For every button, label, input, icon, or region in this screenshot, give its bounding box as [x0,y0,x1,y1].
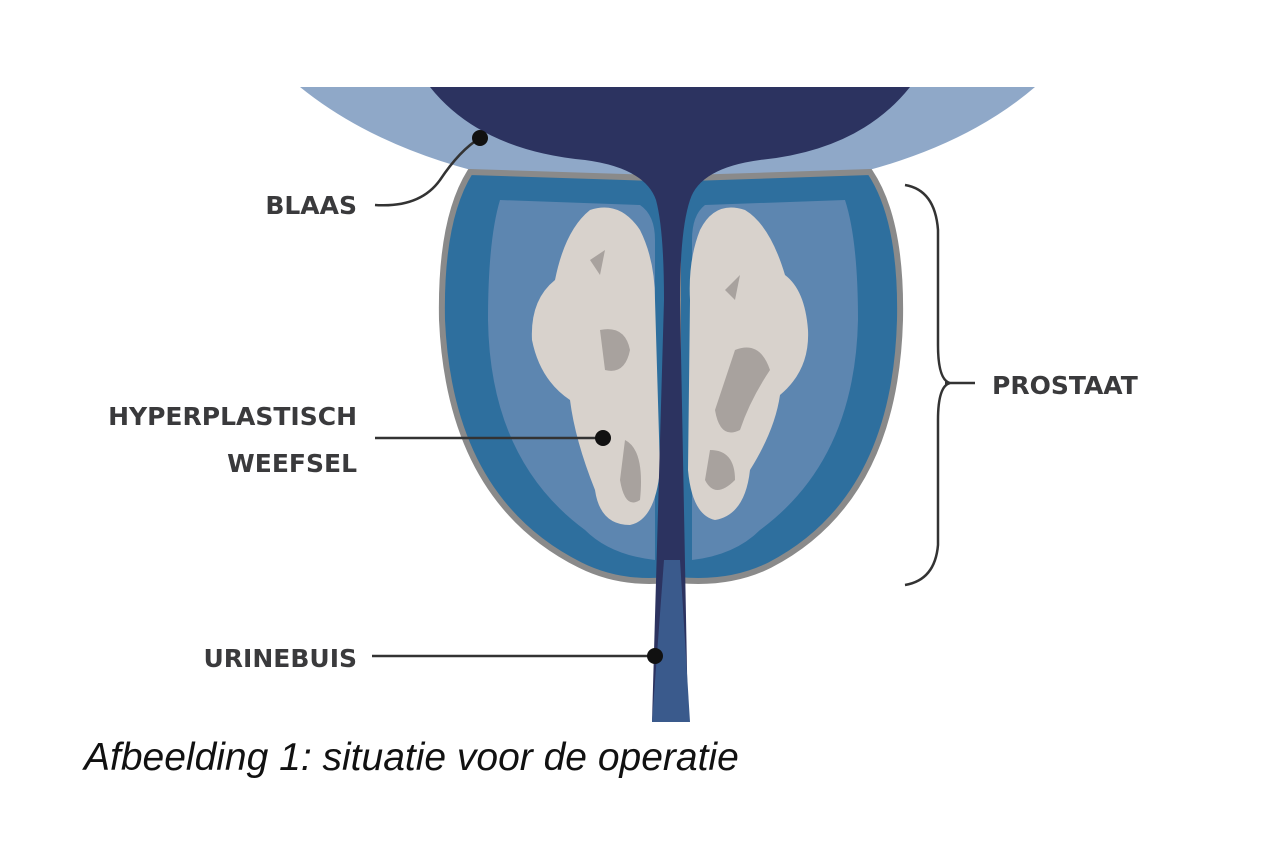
prostate-bracket [904,183,975,587]
tissue-dot [595,430,611,446]
bladder-dot [472,130,488,146]
label-bladder: BLAAS [265,191,357,220]
label-urethra: URINEBUIS [203,644,357,673]
bladder-leader [374,136,481,207]
label-tissue-line2: WEEFSEL [227,449,357,478]
hyperplastic-tissue [531,207,809,525]
urethra-dot [647,648,663,664]
urethra [652,560,690,722]
bladder-lumen [430,87,910,722]
label-tissue-line1: HYPERPLASTISCH [108,402,357,431]
label-prostate: PROSTAAT [992,371,1138,400]
figure-caption: Afbeelding 1: situatie voor de operatie [84,736,739,779]
